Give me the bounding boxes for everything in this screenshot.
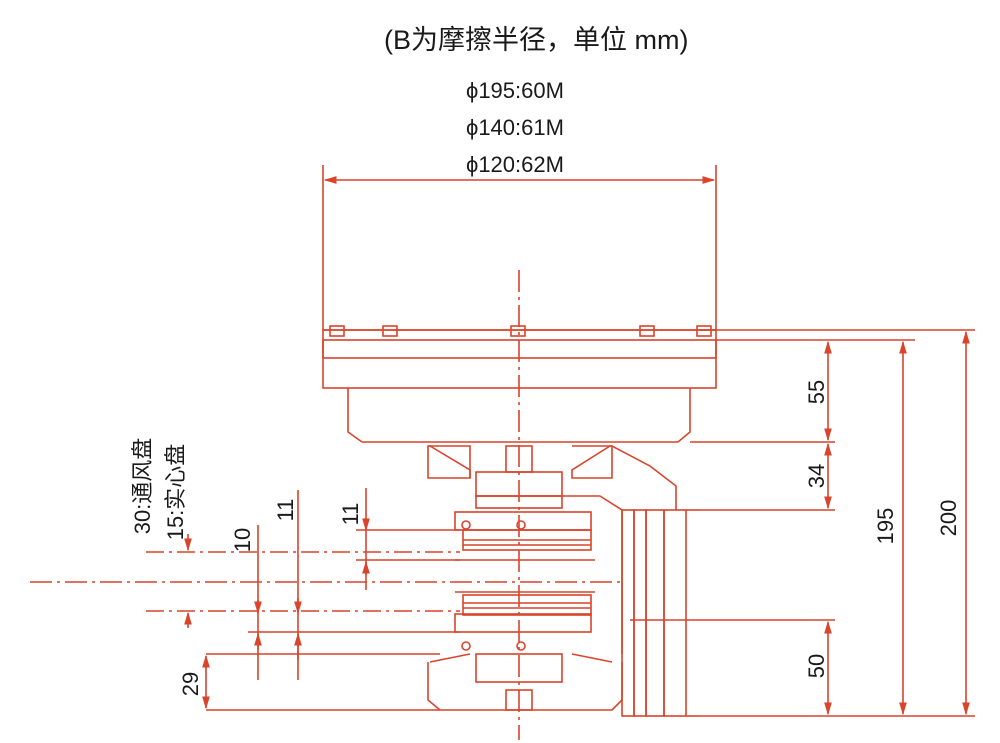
disc-stack-lower bbox=[454, 613, 592, 633]
disc-note-solid: 15:实心盘 bbox=[163, 444, 188, 541]
size-spec-60m: ϕ195:60M bbox=[466, 78, 564, 103]
dim-label-11-left: 11 bbox=[273, 499, 298, 522]
dim-label-55: 55 bbox=[804, 380, 829, 404]
dim-label-34: 34 bbox=[804, 464, 829, 488]
dim-label-29: 29 bbox=[178, 672, 203, 696]
dim-label-200: 200 bbox=[936, 500, 961, 537]
dim-label-50: 50 bbox=[804, 654, 829, 678]
dim-label-11-right: 11 bbox=[338, 503, 363, 526]
size-spec-61m: ϕ140:61M bbox=[466, 115, 564, 140]
drawing-title: (B为摩擦半径，单位 mm) bbox=[384, 25, 689, 55]
upper-cap bbox=[347, 388, 691, 443]
disc-note-vented: 30:通风盘 bbox=[130, 438, 155, 535]
dim-label-195: 195 bbox=[873, 508, 898, 545]
dim-label-10: 10 bbox=[230, 528, 255, 552]
size-spec-62m: ϕ120:62M bbox=[466, 152, 564, 177]
